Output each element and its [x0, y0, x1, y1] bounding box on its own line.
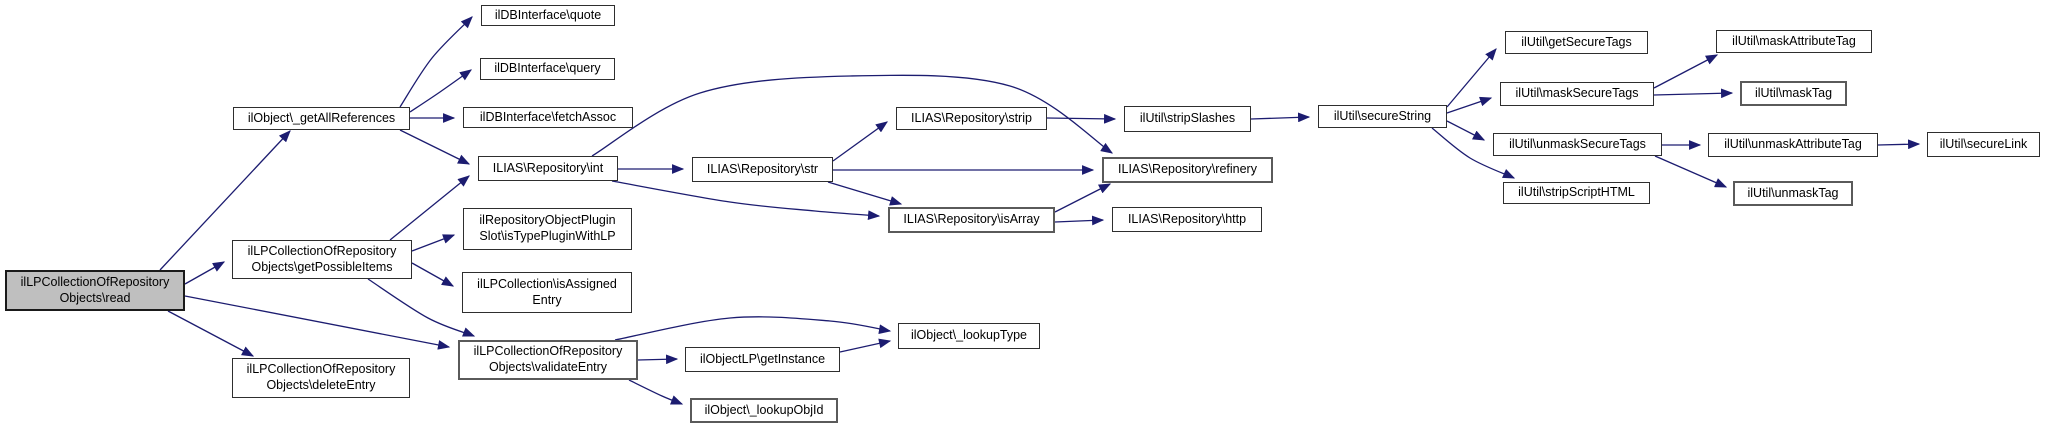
node-label-line: ilRepositoryObjectPlugin — [479, 213, 616, 228]
node-label-line: ilUtil\getSecureTags — [1521, 34, 1632, 49]
edge-read-to-deleteentry — [167, 310, 255, 357]
edge-read-to-getallreferences — [159, 130, 291, 271]
edge-securestring-to-stripscripthtml — [1431, 127, 1516, 179]
edge-validateentry-to-lookuptype — [614, 316, 892, 341]
edge-isarray-to-http — [1054, 215, 1105, 226]
node-lookuptype[interactable]: ilObject\_lookupType — [898, 323, 1040, 349]
node-label-line: ilObject\_lookupType — [910, 328, 1028, 343]
edge-str-to-isarray — [827, 181, 903, 206]
edge-getallreferences-to-quote — [399, 16, 473, 108]
node-label-line: Objects\validateEntry — [488, 360, 608, 374]
node-unmasksecuretags[interactable]: ilUtil\unmaskSecureTags — [1493, 133, 1662, 156]
edge-masksecuretags-to-maskattributetag — [1653, 54, 1719, 89]
edge-strip-to-stripslashes — [1046, 113, 1117, 124]
node-label-line: ilUtil\secureString — [1333, 108, 1432, 123]
node-label-line: ilUtil\unmaskAttributeTag — [1724, 137, 1862, 152]
node-label-line: Slot\isTypePluginWithLP — [479, 229, 616, 243]
node-label-line: ilUtil\maskSecureTags — [1515, 86, 1639, 101]
node-refinery[interactable]: ILIAS\Repository\refinery — [1102, 157, 1273, 183]
node-label-line: ilUtil\stripScriptHTML — [1518, 185, 1635, 200]
node-label-line: ILIAS\Repository\isArray — [903, 212, 1040, 227]
node-getinstance[interactable]: ilObjectLP\getInstance — [685, 347, 840, 372]
edge-getpossibleitems-to-validateentry — [367, 278, 476, 337]
node-label-line: Entry — [532, 292, 562, 307]
edge-unmaskattributetag-to-securelink — [1877, 139, 1921, 150]
node-stripscripthtml[interactable]: ilUtil\stripScriptHTML — [1503, 182, 1650, 204]
node-label-line: ilObject\_lookupObjId — [704, 402, 824, 417]
edge-int-to-refinery — [591, 74, 1114, 157]
node-str[interactable]: ILIAS\Repository\str — [692, 157, 833, 182]
node-quote[interactable]: ilDBInterface\quote — [481, 5, 615, 26]
node-label-line: ilObject\_getAllReferences — [247, 110, 396, 125]
edge-securestring-to-getsecuretags — [1446, 48, 1497, 108]
node-getsecuretags[interactable]: ilUtil\getSecureTags — [1505, 31, 1648, 54]
node-masksecuretags[interactable]: ilUtil\maskSecureTags — [1500, 82, 1654, 106]
node-http[interactable]: ILIAS\Repository\http — [1112, 207, 1262, 232]
node-label-line: Objects\read — [59, 290, 131, 305]
node-strip[interactable]: ILIAS\Repository\strip — [896, 107, 1047, 130]
node-label-line: ilUtil\secureLink — [1939, 136, 2028, 151]
edge-isarray-to-refinery — [1054, 183, 1112, 213]
node-lookupobjid[interactable]: ilObject\_lookupObjId — [690, 398, 838, 423]
edge-int-to-isarray — [611, 180, 881, 221]
edge-masksecuretags-to-masktag — [1653, 88, 1734, 99]
node-label-line: ilDBInterface\fetchAssoc — [479, 109, 617, 124]
edge-unmasksecuretags-to-unmasktag — [1654, 155, 1728, 188]
node-label-line: ilUtil\maskAttributeTag — [1732, 33, 1856, 48]
node-label-line: ilLPCollectionOfRepository — [246, 362, 396, 377]
node-stripslashes[interactable]: ilUtil\stripSlashes — [1124, 106, 1251, 132]
node-label-line: ilLPCollection\isAssigned — [477, 276, 617, 291]
edge-getpossibleitems-to-istypepluginwithlp — [411, 234, 456, 252]
node-label-line: ILIAS\Repository\int — [492, 160, 604, 175]
node-getallreferences[interactable]: ilObject\_getAllReferences — [233, 107, 410, 130]
edge-read-to-getpossibleitems — [184, 261, 226, 285]
node-unmaskattributetag[interactable]: ilUtil\unmaskAttributeTag — [1708, 133, 1878, 157]
node-label-line: Objects\getPossibleItems — [251, 259, 393, 274]
node-query[interactable]: ilDBInterface\query — [480, 58, 615, 80]
node-label-line: ilUtil\unmaskSecureTags — [1509, 136, 1646, 151]
edge-getallreferences-to-int — [399, 129, 471, 165]
node-masktag[interactable]: ilUtil\maskTag — [1740, 81, 1847, 106]
node-fetchassoc[interactable]: ilDBInterface\fetchAssoc — [463, 107, 633, 128]
node-unmasktag[interactable]: ilUtil\unmaskTag — [1733, 181, 1853, 206]
node-label-line: ilDBInterface\query — [494, 61, 601, 76]
node-label-line: ilObjectLP\getInstance — [699, 351, 826, 366]
node-isarray[interactable]: ILIAS\Repository\isArray — [888, 207, 1055, 233]
node-label-line: ilLPCollectionOfRepository — [247, 243, 397, 258]
node-label-line: ILIAS\Repository\http — [1127, 211, 1247, 226]
node-securestring[interactable]: ilUtil\secureString — [1318, 105, 1447, 128]
node-label-line: ILIAS\Repository\str — [706, 161, 819, 176]
node-label-line: ilUtil\unmaskTag — [1747, 185, 1839, 200]
node-label-line: ilLPCollectionOfRepository — [20, 274, 170, 289]
edge-securestring-to-unmasksecuretags — [1446, 120, 1486, 141]
edge-getinstance-to-lookuptype — [839, 338, 892, 353]
edge-securestring-to-masksecuretags — [1446, 96, 1493, 114]
node-label-line: ilLPCollectionOfRepository — [473, 344, 623, 359]
edge-str-to-strip — [832, 121, 888, 162]
edge-read-to-validateentry — [184, 295, 451, 350]
node-label-line: ILIAS\Repository\strip — [911, 110, 1032, 125]
edge-stripslashes-to-securestring — [1250, 112, 1311, 123]
node-label-line: ILIAS\Repository\refinery — [1118, 162, 1257, 177]
edge-getpossibleitems-to-isassignedentry — [411, 262, 455, 287]
edge-validateentry-to-lookupobjid — [628, 379, 684, 405]
edge-validateentry-to-getinstance — [637, 354, 679, 365]
edge-getpossibleitems-to-int — [389, 175, 470, 241]
node-label-line: ilDBInterface\quote — [494, 7, 602, 22]
edge-getallreferences-to-query — [409, 69, 472, 113]
node-int[interactable]: ILIAS\Repository\int — [478, 156, 618, 181]
node-label-line: ilUtil\stripSlashes — [1139, 111, 1236, 126]
node-label-line: Objects\deleteEntry — [266, 378, 376, 392]
node-securelink[interactable]: ilUtil\secureLink — [1927, 132, 2040, 157]
node-label-line: ilUtil\maskTag — [1754, 85, 1833, 100]
node-maskattributetag[interactable]: ilUtil\maskAttributeTag — [1716, 30, 1872, 53]
